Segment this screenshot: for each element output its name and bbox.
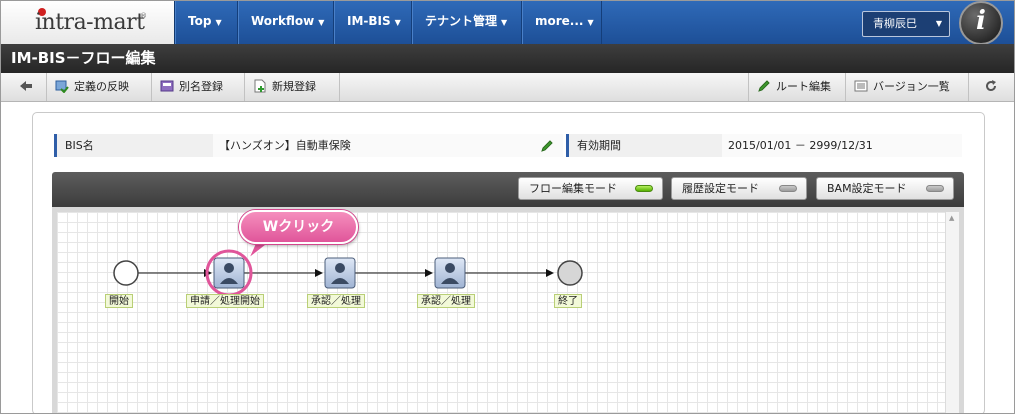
arrow-left-icon	[20, 81, 32, 91]
node-label-approve-2: 承認／処理	[417, 294, 475, 308]
node-label-apply: 申請／処理開始	[186, 294, 264, 308]
version-list-label: バージョン一覧	[873, 80, 950, 93]
chevron-down-icon: ▼	[215, 18, 222, 27]
chevron-down-icon: ▼	[935, 19, 942, 28]
node-label-start: 開始	[105, 294, 133, 308]
nav-item-top[interactable]: Top▼	[175, 1, 238, 44]
alias-register-label: 別名登録	[179, 80, 223, 93]
bis-name-value: 【ハンズオン】自動車保険	[213, 134, 563, 157]
canvas-header: フロー編集モード 履歴設定モード BAM設定モード	[52, 172, 964, 207]
info-icon-letter: i	[976, 6, 986, 36]
flow-edit-panel: BIS名 【ハンズオン】自動車保険 有効期間 2015/01/01 － 2999…	[32, 112, 985, 413]
alias-register-icon	[160, 80, 174, 92]
route-edit-button[interactable]: ルート編集	[748, 73, 845, 101]
valid-period-value: 2015/01/01 － 2999/12/31	[722, 134, 962, 157]
mode-indicator-off	[779, 185, 797, 192]
mode-label: フロー編集モード	[529, 182, 617, 195]
scroll-up-icon[interactable]: ▲	[949, 214, 955, 222]
mode-label: 履歴設定モード	[682, 182, 759, 195]
toolbar: 定義の反映 別名登録 新規登録 ルート編集 バージョン一覧	[1, 73, 1014, 102]
top-navigation: intra-mart ® Top▼ Workflow▼ IM-BIS▼ テナント…	[1, 1, 1014, 45]
version-list-button[interactable]: バージョン一覧	[845, 73, 968, 101]
info-icon[interactable]: i	[959, 1, 1003, 45]
nav-item-tenant[interactable]: テナント管理▼	[412, 1, 522, 44]
new-register-button[interactable]: 新規登録	[245, 73, 340, 101]
nav-item-workflow[interactable]: Workflow▼	[238, 1, 334, 44]
edit-pencil-icon[interactable]	[540, 139, 554, 153]
history-mode-button[interactable]: 履歴設定モード	[671, 177, 807, 200]
mode-indicator-off	[926, 185, 944, 192]
nav-item-label: more...	[535, 14, 584, 28]
user-node-approve-2[interactable]	[434, 257, 466, 289]
new-document-icon	[254, 79, 266, 93]
chevron-down-icon: ▼	[318, 18, 325, 27]
user-name: 青柳辰巳	[873, 17, 917, 30]
logo-text: intra-mart	[35, 10, 145, 35]
valid-period-label: 有効期間	[566, 134, 722, 157]
flow-canvas[interactable]: ▲	[52, 207, 964, 413]
bam-mode-button[interactable]: BAM設定モード	[816, 177, 954, 200]
apply-definition-label: 定義の反映	[74, 80, 129, 93]
mode-label: BAM設定モード	[827, 182, 907, 195]
node-label-end: 終了	[554, 294, 582, 308]
list-icon	[854, 80, 868, 92]
new-register-label: 新規登録	[272, 80, 316, 93]
start-node[interactable]	[113, 260, 139, 286]
pencil-icon	[758, 80, 770, 92]
logo[interactable]: intra-mart ®	[1, 1, 175, 44]
chevron-down-icon: ▼	[587, 18, 594, 27]
nav-item-label: Top	[188, 14, 212, 28]
vertical-scrollbar[interactable]: ▲	[945, 212, 959, 413]
apply-definition-button[interactable]: 定義の反映	[47, 73, 152, 101]
refresh-icon	[986, 80, 997, 92]
mode-indicator-on	[635, 185, 653, 192]
route-edit-label: ルート編集	[776, 80, 831, 93]
back-button[interactable]	[1, 73, 47, 101]
nav-item-label: テナント管理	[425, 14, 498, 28]
double-click-callout: Wクリック	[239, 210, 358, 244]
flow-diagram	[113, 239, 583, 297]
flow-edit-mode-button[interactable]: フロー編集モード	[518, 177, 663, 200]
apply-definition-icon	[55, 80, 69, 93]
node-label-approve-1: 承認／処理	[307, 294, 365, 308]
end-node[interactable]	[557, 260, 583, 286]
alias-register-button[interactable]: 別名登録	[152, 73, 245, 101]
user-node-apply[interactable]	[213, 257, 245, 289]
user-select[interactable]: 青柳辰巳 ▼	[862, 11, 950, 37]
nav-item-more[interactable]: more...▼	[522, 1, 602, 44]
nav-item-im-bis[interactable]: IM-BIS▼	[334, 1, 412, 44]
refresh-button[interactable]	[968, 73, 1014, 101]
page-title: IM-BIS－フロー編集	[1, 44, 1014, 73]
bis-name-label: BIS名	[54, 134, 213, 157]
nav-item-label: Workflow	[251, 14, 315, 28]
nav-item-label: IM-BIS	[347, 14, 391, 28]
chevron-down-icon: ▼	[394, 18, 401, 27]
user-node-approve-1[interactable]	[324, 257, 356, 289]
logo-trademark: ®	[140, 12, 147, 20]
chevron-down-icon: ▼	[501, 18, 508, 27]
logo-dot-icon	[38, 8, 46, 16]
